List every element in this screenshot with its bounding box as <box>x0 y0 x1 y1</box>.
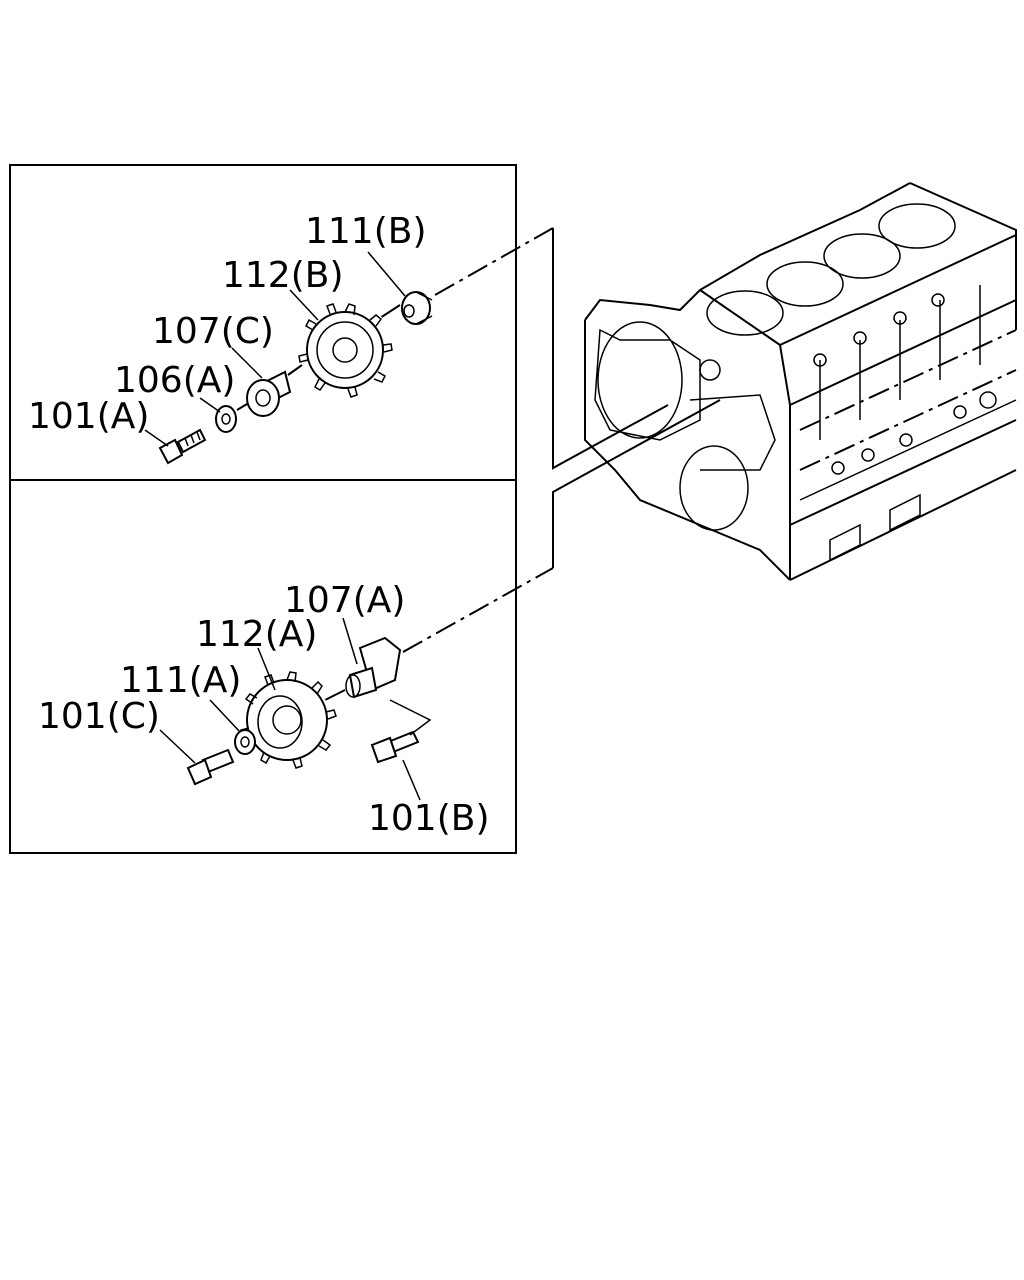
part-106a-washer <box>215 405 237 433</box>
part-101c-bolt <box>186 748 235 786</box>
detail-frame <box>9 164 517 854</box>
cylinder-block-illustration <box>584 182 1017 581</box>
part-112a-idler-gear <box>240 671 337 769</box>
callout-101c: 101(C) <box>38 696 160 737</box>
callout-leaders <box>144 251 432 801</box>
bottom-callouts: 107(A) 112(A) 111(A) 101(C) 101(B) <box>38 580 490 839</box>
callout-112b: 112(B) <box>222 255 344 296</box>
part-107a-idler-shaft-flange <box>345 636 402 699</box>
callout-101b: 101(B) <box>368 798 490 839</box>
callout-111b: 111(B) <box>305 211 427 252</box>
connection-lines <box>236 227 721 701</box>
callout-106a: 106(A) <box>114 360 235 401</box>
part-101a-bolt <box>158 428 207 465</box>
part-101b-bolt <box>370 730 420 764</box>
part-107c-idler-shaft <box>246 370 292 417</box>
callout-101a: 101(A) <box>28 396 149 437</box>
part-111b-collar <box>401 291 433 325</box>
callout-107c: 107(C) <box>152 311 274 352</box>
callout-111a: 111(A) <box>120 660 241 701</box>
top-callouts: 111(B) 112(B) 107(C) 106(A) 101(A) <box>28 211 427 437</box>
callout-112a: 112(A) <box>196 614 317 655</box>
part-112b-idler-gear <box>298 303 393 398</box>
callout-107a: 107(A) <box>284 580 405 621</box>
part-111a-collar <box>234 729 256 755</box>
